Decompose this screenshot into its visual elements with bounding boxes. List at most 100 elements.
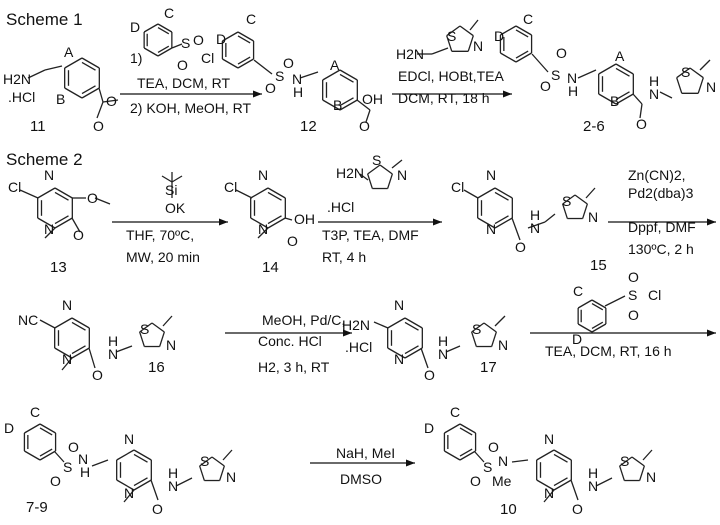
atom-o: O (556, 45, 567, 61)
atom-n: N (649, 86, 659, 102)
atom-c: C (30, 404, 40, 420)
ring-bond (444, 450, 461, 461)
step-conditions: THF, 70ºC, (126, 227, 194, 243)
thiazole-bond (631, 456, 645, 467)
ring-bond (494, 217, 513, 229)
ring-bond (494, 187, 513, 199)
atom-oh: OH (362, 91, 383, 107)
bond (511, 217, 521, 241)
atom-h: H (108, 333, 118, 349)
bond (235, 189, 253, 199)
ring-bond (37, 187, 56, 199)
thiazole-bond (367, 164, 381, 175)
atom-si: Si (165, 182, 177, 198)
ring-double-bond (615, 67, 630, 77)
step-number: 1) (130, 50, 142, 66)
ring-double-bond (54, 215, 69, 225)
atom-cl: Cl (224, 179, 237, 195)
atom-d: D (4, 420, 14, 436)
arrow-head (343, 329, 352, 337)
atom-h: H (530, 207, 540, 223)
step-conditions: Dppf, DMF (628, 219, 696, 235)
atom-hcl: .HCl (8, 89, 35, 105)
atom-n: N (394, 351, 404, 367)
ring-bond (598, 93, 617, 105)
step-conditions: TEA, DCM, RT, 16 h (545, 343, 672, 359)
ring-double-bond (267, 215, 282, 225)
compound-label-17: 17 (480, 359, 497, 376)
ring-double-bond (404, 345, 419, 355)
bond (474, 451, 485, 463)
compound-label-10: 10 (500, 501, 517, 518)
atom-d: D (130, 19, 140, 35)
bond (595, 477, 613, 487)
atom-o: O (470, 473, 481, 489)
ring-bond (71, 347, 90, 359)
thiazole-bond (387, 173, 393, 189)
step-conditions: T3P, TEA, DMF (322, 227, 419, 243)
atom-n: N (646, 469, 656, 485)
ring-bond (222, 58, 239, 69)
step-conditions: 130ºC, 2 h (628, 241, 694, 257)
atom-o: O (93, 118, 104, 134)
atom-h2n: H2N (396, 46, 424, 62)
atom-n: N (438, 346, 448, 362)
atom-n: N (397, 167, 407, 183)
atom-o: O (283, 55, 294, 71)
bond (659, 91, 673, 99)
atom-h2n: H2N (342, 317, 370, 333)
atom-n: N (530, 220, 540, 236)
thiazole-bond (199, 456, 213, 467)
atom-ok: OK (165, 200, 186, 216)
atom-cl: Cl (648, 287, 661, 303)
ring-bond (81, 57, 100, 69)
ring-double-bond (54, 191, 69, 201)
atom-n: N (62, 351, 72, 367)
atom-s: S (372, 152, 381, 168)
atom-h: H (568, 83, 578, 99)
bond (299, 71, 319, 79)
atom-o: O (540, 78, 551, 94)
atom-b: B (610, 93, 619, 109)
ring-bond (143, 23, 159, 33)
ring-bond (404, 317, 423, 329)
thiazole-bond (139, 331, 145, 347)
atom-nc: NC (18, 312, 38, 328)
compound-label-2-6: 2-6 (583, 118, 605, 135)
ring-double-bond (237, 56, 251, 65)
bond (531, 53, 549, 73)
ring-bond (515, 25, 532, 36)
atom-s: S (551, 67, 560, 83)
arrow-head (707, 329, 716, 337)
ring-double-bond (459, 427, 473, 436)
bond (44, 227, 56, 239)
thiazole-bond (199, 465, 205, 481)
ring-double-bond (267, 191, 282, 201)
atom-n: N (258, 167, 268, 183)
atom-o: O (177, 57, 188, 73)
thiazole-bond (446, 25, 461, 37)
atom-cl: Cl (8, 179, 21, 195)
ring-double-bond (39, 448, 53, 457)
atom-n: N (166, 337, 176, 353)
atom-n: N (168, 478, 178, 494)
atom-me: Me (492, 473, 512, 489)
ring-bond (267, 217, 286, 229)
bond (257, 227, 269, 239)
ring-bond (24, 423, 41, 434)
bond (171, 43, 183, 49)
atom-s: S (628, 287, 637, 303)
atom-o: O (628, 307, 639, 323)
bond (639, 103, 643, 119)
bond (604, 295, 626, 307)
bond (420, 347, 429, 369)
bond (222, 449, 233, 461)
thiazole-bond (211, 456, 225, 467)
atom-n: N (706, 79, 716, 95)
ring-bond (387, 317, 406, 329)
ring-double-bond (591, 321, 604, 330)
ring-bond (64, 57, 83, 69)
compound-label-16: 16 (148, 359, 165, 376)
